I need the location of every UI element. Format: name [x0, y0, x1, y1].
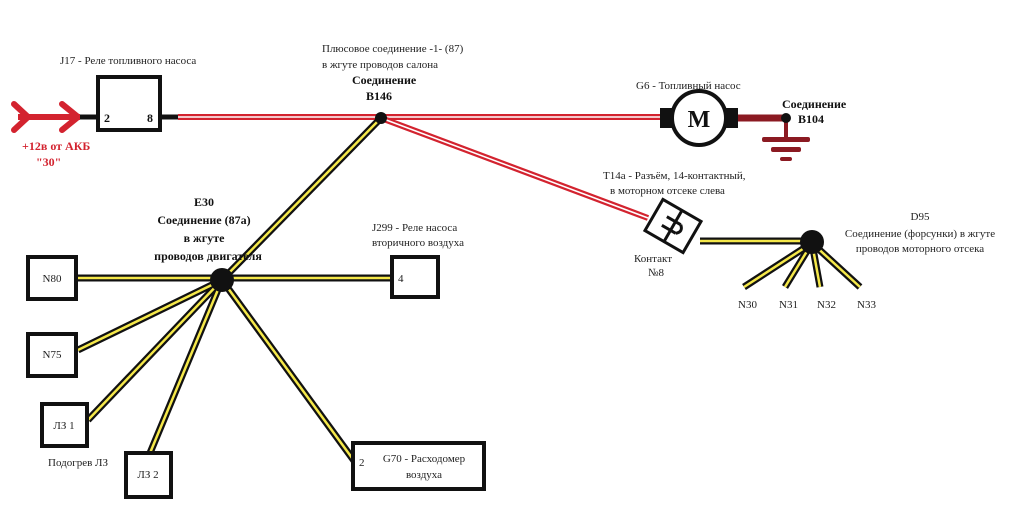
j299-pin: 4 [398, 273, 404, 285]
e30-line-1: Соединение (87a) [157, 213, 250, 227]
motor-symbol: M [688, 107, 711, 133]
j17-pin-out: 8 [147, 111, 153, 125]
injector-n31[interactable]: N31 [779, 299, 798, 311]
n80-box[interactable] [26, 255, 78, 301]
power-arrow-icon [11, 101, 98, 133]
t14a-contact-1: Контакт [634, 253, 672, 265]
j17-relay-box[interactable] [96, 75, 162, 132]
j299-desc-1: J299 - Реле насоса [372, 222, 457, 234]
d95-desc-2: проводов моторного отсека [856, 243, 984, 255]
d95-title: D95 [911, 211, 930, 223]
b104-title-2: B104 [798, 112, 824, 126]
lz-heater-label: Подогрев ЛЗ [48, 457, 109, 469]
g70-label-1: G70 - Расходомер [383, 453, 466, 465]
lz1-label: ЛЗ 1 [53, 420, 74, 432]
n75-box[interactable] [26, 332, 78, 378]
b104-title-1: Соединение [782, 97, 847, 111]
t14a-connector-icon[interactable] [642, 197, 704, 255]
lz2-label: ЛЗ 2 [137, 469, 158, 481]
g70-pin: 2 [359, 457, 365, 469]
lz2-box[interactable] [124, 451, 173, 499]
n75-label: N75 [43, 349, 62, 361]
n80-label: N80 [43, 273, 62, 285]
t14a-desc-2: в моторном отсеке слева [610, 185, 725, 197]
e30-line-2: в жгуте [184, 231, 226, 245]
b146-desc-1: Плюсовое соединение -1- (87) [322, 43, 464, 55]
power-source-terminal: "30" [36, 155, 61, 169]
positive-wire-t14a [379, 115, 650, 221]
g70-box[interactable] [351, 441, 486, 491]
e30-junction[interactable] [210, 268, 234, 292]
d95-desc-1: Соединение (форсунки) в жгуте [845, 228, 995, 240]
ground-icon [762, 137, 810, 161]
power-source-label: +12в от АКБ [22, 139, 90, 153]
b146-title-2: B146 [366, 89, 392, 103]
injector-n30[interactable]: N30 [738, 299, 757, 311]
fuel-pump-motor-icon[interactable]: M [660, 89, 738, 147]
b146-desc-2: в жгуте проводов салона [322, 59, 438, 71]
j17-pin-in: 2 [104, 111, 110, 125]
j17-label: J17 - Реле топливного насоса [60, 55, 196, 67]
d95-junction[interactable] [800, 230, 824, 254]
b146-junction[interactable] [375, 112, 387, 124]
j299-relay-box[interactable] [390, 255, 440, 299]
t14a-contact-2: №8 [648, 267, 664, 279]
lz1-box[interactable] [40, 402, 89, 448]
e30-line-3: проводов двигателя [154, 249, 262, 263]
t14a-desc-1: T14a - Разъём, 14-контактный, [603, 170, 746, 182]
b146-title-1: Соединение [352, 73, 417, 87]
g6-label: G6 - Топливный насос [636, 80, 741, 92]
injector-n32[interactable]: N32 [817, 299, 836, 311]
e30-title: E30 [194, 195, 214, 209]
g70-label-2: воздуха [406, 469, 442, 481]
j299-desc-2: вторичного воздуха [372, 237, 464, 249]
signal-wires [76, 115, 863, 465]
b104-junction[interactable] [781, 113, 791, 123]
injector-n33[interactable]: N33 [857, 299, 876, 311]
